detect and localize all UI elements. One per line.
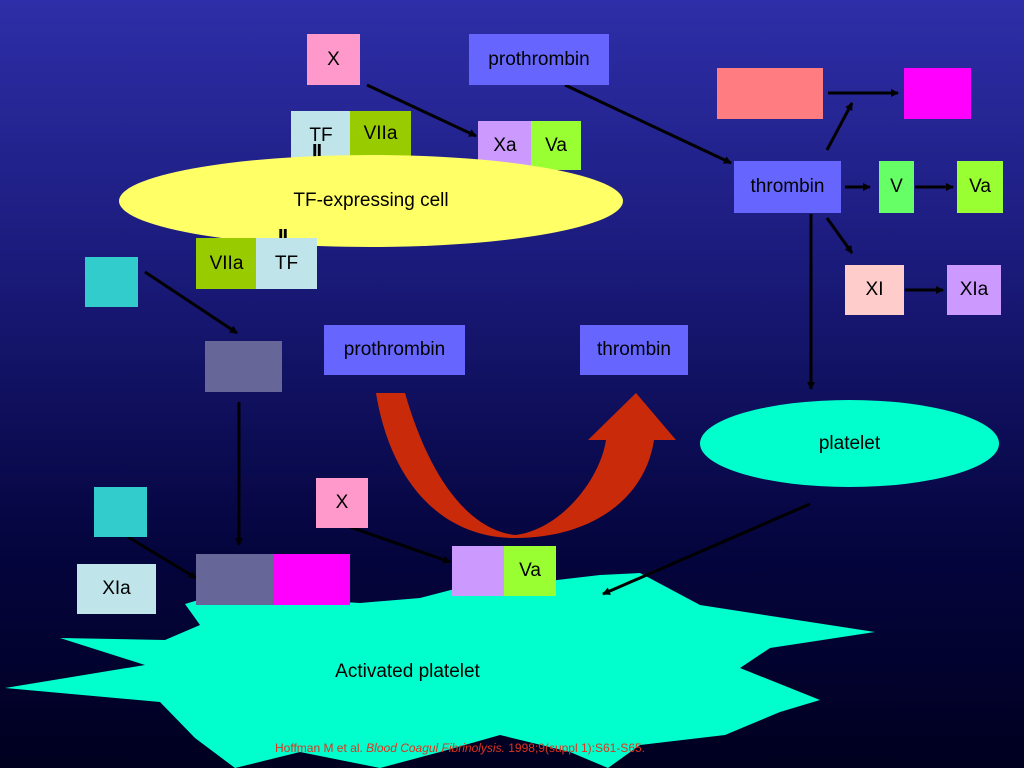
va-label: Va xyxy=(545,134,567,156)
viia-label-lower: VIIa xyxy=(209,252,244,274)
arrow-teal2-to-complex xyxy=(127,535,197,580)
tf-label-lower: TF xyxy=(274,252,299,274)
platelet-oval: platelet xyxy=(700,400,999,487)
big-curved-arrow xyxy=(376,393,676,538)
tf-box-top: TF xyxy=(291,111,351,161)
prothrombin-box-top: prothrombin xyxy=(469,34,609,85)
viia-box-top: VIIa xyxy=(350,111,411,156)
thrombin-box-right: thrombin xyxy=(734,161,841,213)
xa-label: Xa xyxy=(493,134,517,156)
arrow-prothrombin-to-thrombin xyxy=(564,83,732,165)
arrow-thrombin-up xyxy=(825,102,854,151)
thrombin-label-middle: thrombin xyxy=(597,339,671,360)
thrombin-box-middle: thrombin xyxy=(580,325,688,375)
activated-platelet-shape xyxy=(5,573,875,768)
va-label-bottom: Va xyxy=(519,560,541,581)
citation-ref: 1998;9(suppl 1):S61-S65. xyxy=(508,741,646,755)
citation-authors: Hoffman M et al. xyxy=(275,741,363,755)
tf-expressing-cell: TF-expressing cell xyxy=(119,155,623,247)
arrow-thrombin-down xyxy=(825,217,854,254)
factor-xi-box: XI xyxy=(845,265,904,315)
equals-bottom: II xyxy=(278,226,288,248)
xia-label-right: XIa xyxy=(959,279,989,300)
tf-box-lower: TF xyxy=(256,238,317,289)
teal-box-top xyxy=(85,257,138,307)
magenta-box-bottom xyxy=(273,554,350,605)
activated-platelet-label: Activated platelet xyxy=(300,655,515,689)
viia-label: VIIa xyxy=(363,122,398,144)
factor-x-label-bottom: X xyxy=(335,492,349,513)
factor-v-box: V xyxy=(879,161,914,213)
va-box-right: Va xyxy=(957,161,1003,213)
prothrombin-label: prothrombin xyxy=(488,48,590,70)
viia-box-lower: VIIa xyxy=(196,238,257,289)
va-box-top: Va xyxy=(531,121,581,170)
v-label: V xyxy=(890,176,903,197)
va-label-right: Va xyxy=(969,176,991,197)
arrow-x-to-xa xyxy=(366,83,477,138)
arrow-platelet-to-activated xyxy=(602,502,811,596)
va-box-bottom: Va xyxy=(504,546,556,596)
citation-journal: Blood Coagul Fibrinolysis. xyxy=(366,741,505,755)
factor-x-box: X xyxy=(307,34,360,85)
slate-box-bottom xyxy=(196,554,273,605)
factor-x-label: X xyxy=(327,48,340,70)
cell-label: TF-expressing cell xyxy=(293,190,449,211)
equals-top: II xyxy=(312,141,322,163)
xa-box-bottom xyxy=(452,546,504,596)
salmon-box xyxy=(717,68,823,119)
xia-box-bottom: XIa xyxy=(77,564,156,614)
xi-label: XI xyxy=(865,279,884,300)
arrow-x-to-xa-bottom xyxy=(349,525,451,564)
activated-platelet-text: Activated platelet xyxy=(335,661,480,682)
platelet-label: platelet xyxy=(818,432,881,454)
thrombin-label-right: thrombin xyxy=(750,176,825,197)
slate-box xyxy=(205,341,282,392)
factor-x-box-bottom: X xyxy=(316,478,368,528)
prothrombin-box-middle: prothrombin xyxy=(324,325,465,375)
magenta-box-top xyxy=(904,68,971,119)
arrow-teal-to-slate xyxy=(144,270,238,335)
xia-label-bottom: XIa xyxy=(102,578,131,599)
tf-label: TF xyxy=(309,125,333,146)
prothrombin-label-middle: prothrombin xyxy=(343,339,446,360)
xia-box-right: XIa xyxy=(947,265,1001,315)
teal-box-bottom xyxy=(94,487,147,537)
citation: Hoffman M et al. Blood Coagul Fibrinolys… xyxy=(275,741,645,755)
